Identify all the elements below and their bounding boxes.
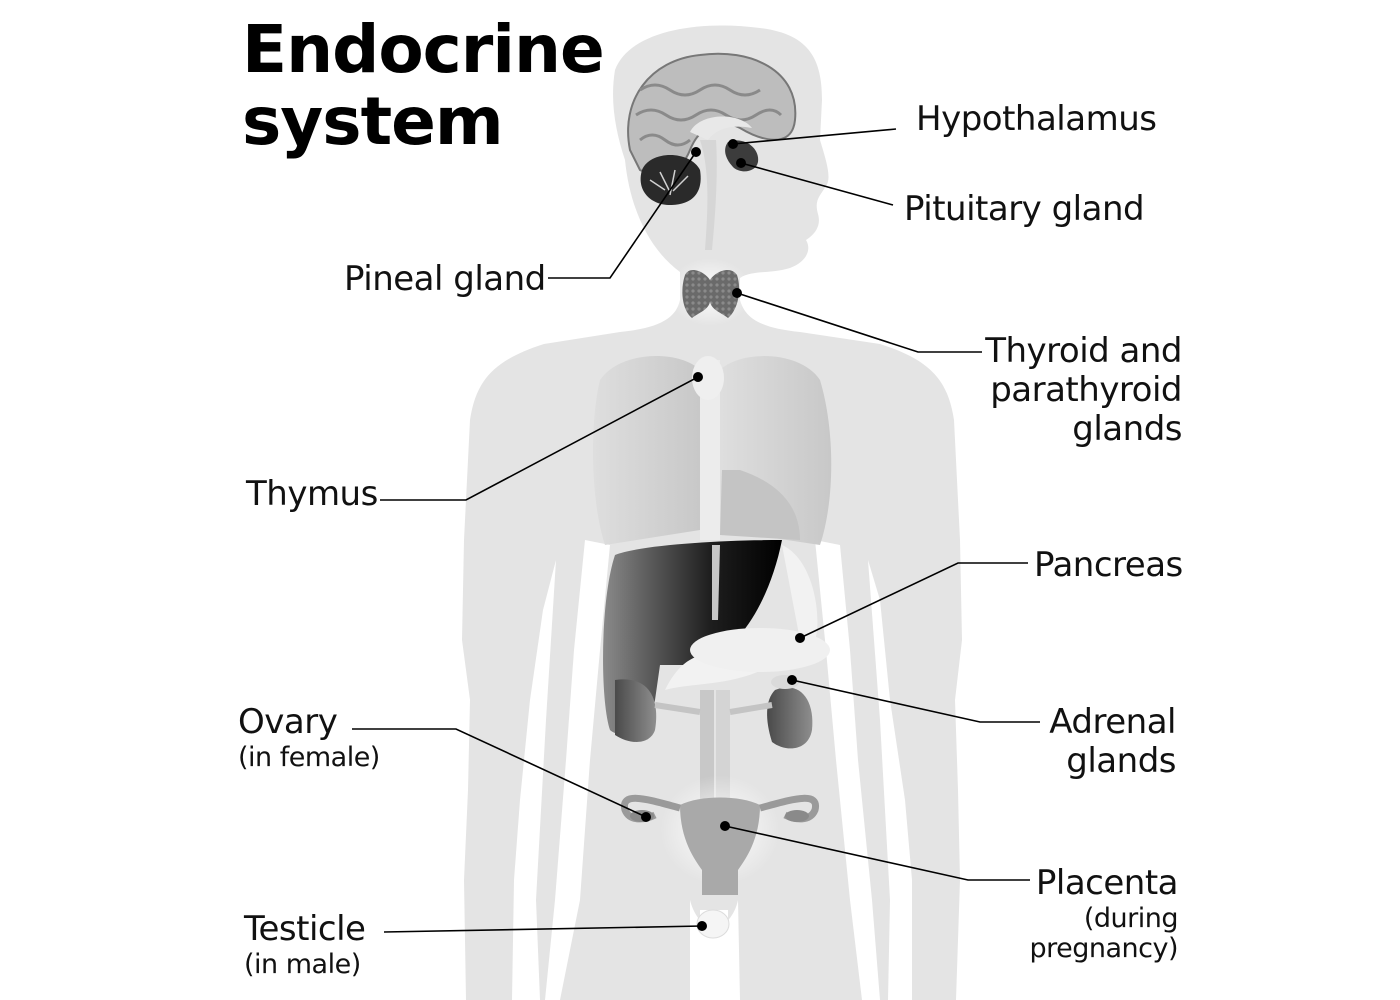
label-text: glands	[1072, 409, 1182, 449]
label-text: Thyroid and	[985, 331, 1182, 371]
label-text: Placenta	[1035, 863, 1179, 903]
leader-line-placenta	[724, 825, 1030, 881]
thyroid-gland	[668, 258, 752, 326]
label-note: (in male)	[244, 949, 361, 980]
leader-line-pineal	[548, 151, 697, 279]
label-pineal-gland: Pineal gland	[344, 260, 546, 299]
label-text: Pineal gland	[344, 259, 546, 299]
label-adrenal-glands: Adrenal glands	[1049, 703, 1176, 781]
label-note: (during	[1083, 903, 1179, 934]
leader-line-pituitary	[740, 162, 894, 206]
label-placenta: Placenta (during pregnancy)	[1029, 864, 1178, 965]
label-text: glands	[1066, 741, 1176, 781]
leader-line-hypothalamus	[732, 128, 897, 145]
label-testicle: Testicle (in male)	[244, 909, 366, 981]
digestive-organs	[603, 540, 830, 734]
brain	[627, 52, 797, 250]
title-line-1: Endocrine	[242, 11, 605, 88]
kidneys	[615, 675, 813, 800]
label-text: Pituitary gland	[904, 189, 1145, 229]
label-hypothalamus: Hypothalamus	[916, 99, 1157, 139]
label-thymus: Thymus	[246, 475, 378, 514]
label-text: Pancreas	[1034, 545, 1183, 585]
leader-line-ovary	[352, 728, 647, 818]
diagram-title: Endocrine system	[242, 11, 605, 160]
leader-line-adrenal	[791, 679, 1040, 723]
label-text: Hypothalamus	[916, 99, 1157, 139]
leader-line-thyroid	[736, 292, 982, 353]
leader-line-testicle	[383, 925, 703, 933]
label-text: parathyroid	[990, 370, 1182, 410]
label-pancreas: Pancreas	[1034, 546, 1183, 585]
label-text: Testicle	[244, 909, 366, 949]
label-pituitary-gland: Pituitary gland	[904, 189, 1145, 229]
label-text: Adrenal	[1049, 702, 1176, 742]
marker-dots	[641, 139, 805, 931]
label-ovary: Ovary (in female)	[238, 703, 380, 774]
label-text: Ovary	[238, 702, 338, 742]
leader-line-pancreas	[799, 562, 1028, 639]
label-text: Thymus	[246, 474, 378, 514]
label-thyroid-parathyroid: Thyroid and parathyroid glands	[985, 332, 1182, 449]
title-line-2: system	[242, 83, 504, 160]
leader-lines	[352, 128, 1040, 933]
lungs	[593, 356, 832, 545]
label-note: (in female)	[238, 742, 380, 773]
label-note: pregnancy)	[1029, 933, 1178, 964]
arm-gaps	[545, 540, 880, 1000]
leader-line-thymus	[380, 376, 699, 501]
